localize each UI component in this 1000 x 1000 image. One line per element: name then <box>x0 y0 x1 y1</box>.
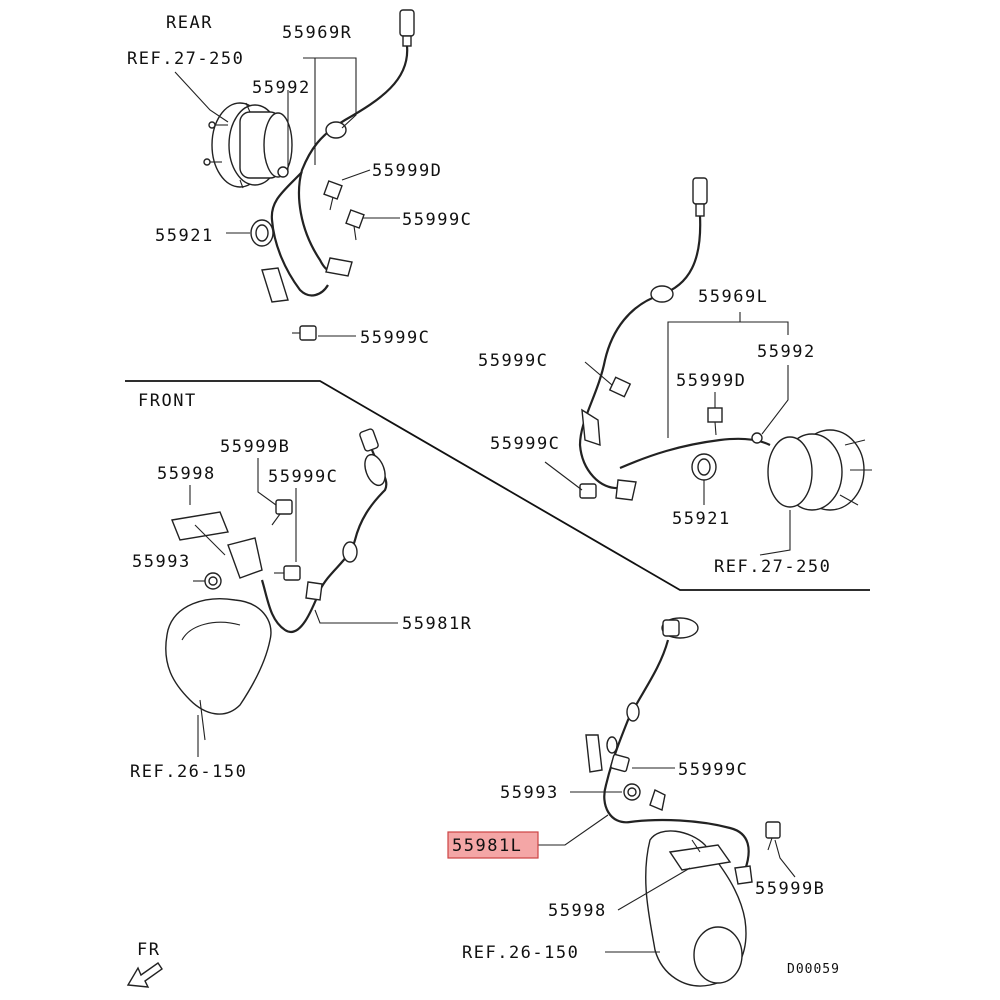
label-rear-55992[interactable]: 55992 <box>252 78 311 98</box>
front-left-connector <box>661 617 699 639</box>
rear-left-clip-55921 <box>691 453 717 481</box>
rear-hub-drawing <box>203 102 293 189</box>
label-55969R[interactable]: 55969R <box>282 23 352 43</box>
front-nut-55993 <box>204 572 222 590</box>
label-f-ref[interactable]: REF.26-150 <box>130 762 247 782</box>
rear-left-assembly <box>544 177 872 556</box>
rear-left-hub-drawing <box>767 429 872 511</box>
front-direction-arrow <box>126 962 163 988</box>
label-55981R[interactable]: 55981R <box>402 614 472 634</box>
label-r2-55999C-a[interactable]: 55999C <box>478 351 548 371</box>
label-rear-55999C-b[interactable]: 55999C <box>360 328 430 348</box>
front-left-bolt-55999C <box>610 753 630 773</box>
front-right-assembly <box>165 428 398 757</box>
rear-left-nut-55992 <box>751 432 763 444</box>
front-bracket-55998 <box>171 511 263 579</box>
front-right-connector <box>359 428 379 452</box>
rear-bolt-55999D <box>323 180 343 211</box>
rear-cable-55969R <box>297 45 409 273</box>
front-left-bracket-55998 <box>668 839 732 871</box>
rear-left-bolt-55999C-b <box>579 483 597 499</box>
rear-bracket <box>261 267 289 303</box>
label-f2-55999B[interactable]: 55999B <box>755 879 825 899</box>
front-bolt-55999C <box>274 565 301 581</box>
rear-grommet <box>325 121 347 139</box>
front-left-assembly <box>126 617 796 988</box>
rear-right-assembly <box>174 9 415 341</box>
label-rear-55999D[interactable]: 55999D <box>372 161 442 181</box>
label-fr: FR <box>137 940 160 960</box>
rear-cable-55969L <box>578 215 702 490</box>
label-rear-55999C-a[interactable]: 55999C <box>402 210 472 230</box>
rear-bolt-55999C-a <box>345 209 365 241</box>
label-rear-ref[interactable]: REF.27-250 <box>127 49 244 69</box>
rear-left-bracket <box>581 408 601 446</box>
rear-left-connector <box>692 177 708 217</box>
label-f2-55993[interactable]: 55993 <box>500 783 559 803</box>
label-55981L[interactable]: 55981L <box>452 836 522 856</box>
label-55969L[interactable]: 55969L <box>698 287 768 307</box>
rear-nut-55992 <box>277 166 289 178</box>
label-f-55999B[interactable]: 55999B <box>220 437 290 457</box>
rear-connector <box>399 9 415 47</box>
rear-bolt-55999C-b <box>292 325 317 341</box>
section-title-front: FRONT <box>138 391 197 411</box>
label-r2-55992[interactable]: 55992 <box>757 342 816 362</box>
section-title-rear: REAR <box>166 13 213 33</box>
label-r2-ref[interactable]: REF.27-250 <box>714 557 831 577</box>
label-f2-55998[interactable]: 55998 <box>548 901 607 921</box>
label-rear-55921[interactable]: 55921 <box>155 226 214 246</box>
rear-left-grommet <box>650 285 674 303</box>
rear-left-bolt-55999C-a <box>608 376 632 398</box>
diagram-code: D00059 <box>787 962 840 977</box>
label-f-55998[interactable]: 55998 <box>157 464 216 484</box>
highlight-55981L <box>447 831 539 859</box>
rear-left-bolt-55999D <box>707 407 723 436</box>
front-knuckle-drawing <box>165 598 272 715</box>
front-left-nut-55993 <box>623 783 641 801</box>
section-divider <box>125 380 870 591</box>
front-left-bolt-55999B <box>765 821 781 851</box>
rear-clip-55921 <box>250 219 274 247</box>
label-f-55999C[interactable]: 55999C <box>268 467 338 487</box>
label-r2-55921[interactable]: 55921 <box>672 509 731 529</box>
label-f-55993[interactable]: 55993 <box>132 552 191 572</box>
front-cable-55981R <box>260 449 388 634</box>
front-bolt-55999B <box>271 499 293 526</box>
label-f2-55999C[interactable]: 55999C <box>678 760 748 780</box>
label-r2-55999C-b[interactable]: 55999C <box>490 434 560 454</box>
label-f2-ref[interactable]: REF.26-150 <box>462 943 579 963</box>
label-r2-55999D[interactable]: 55999D <box>676 371 746 391</box>
